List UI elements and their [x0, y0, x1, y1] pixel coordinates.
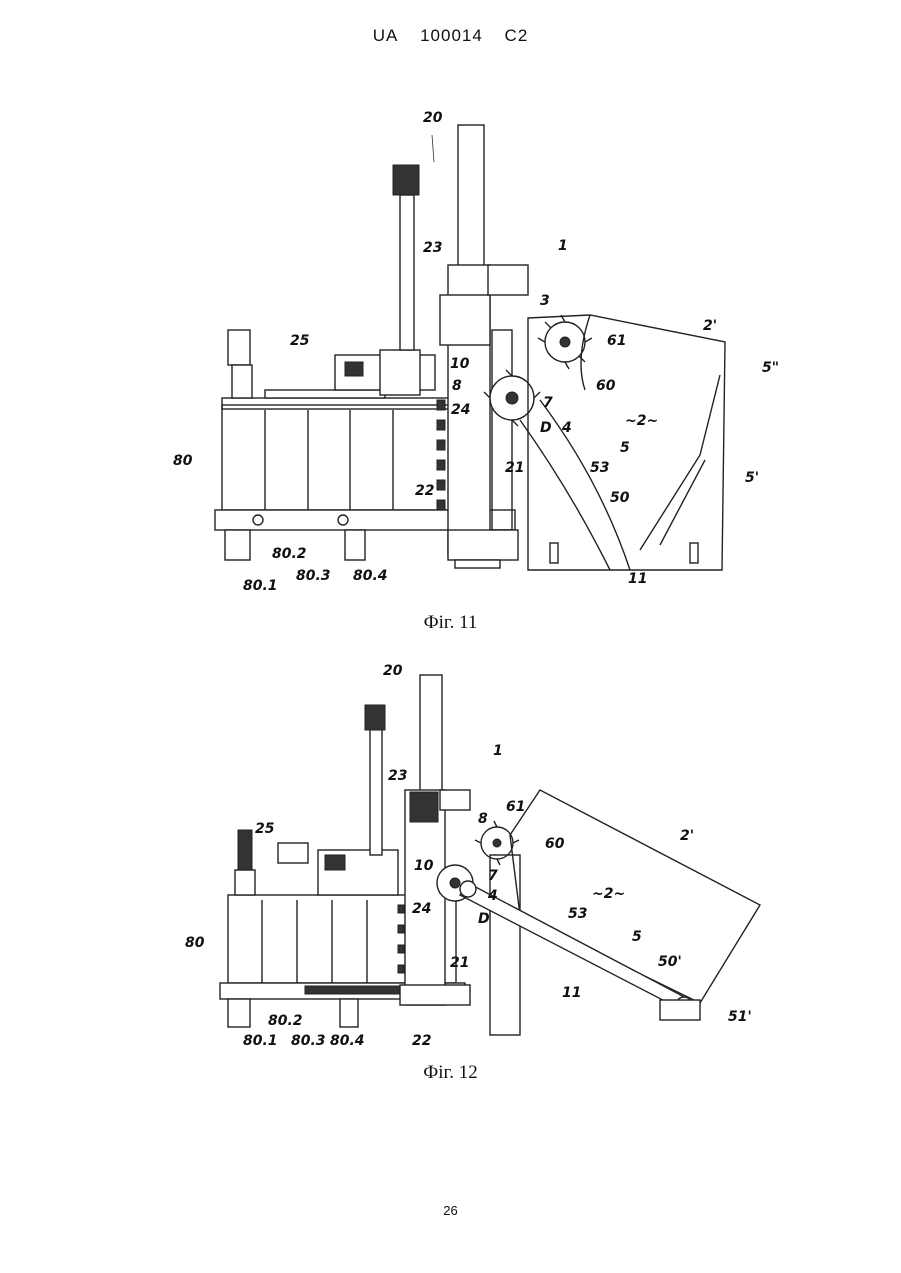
label-80-2: 80.2: [272, 546, 307, 562]
label-61: 61: [607, 333, 626, 349]
label-4: 4: [487, 888, 498, 904]
header-number: 100014: [420, 26, 483, 45]
label-5: 5: [632, 929, 642, 945]
label-5: 5: [620, 440, 630, 456]
figure-11-drawing: 20 1 23 3 61 2' 25 10 8 60 5" 24 D 4 7 ~…: [0, 100, 901, 600]
label-22: 22: [412, 1033, 431, 1049]
figure-12-caption: Фіг. 12: [0, 1062, 901, 1084]
rotor-60: [538, 315, 592, 369]
label-8: 8: [452, 378, 462, 394]
label-7: 7: [543, 395, 553, 411]
label-80-3: 80.3: [296, 568, 331, 584]
label-20: 20: [423, 110, 443, 126]
label-61: 61: [506, 799, 525, 815]
figure-12-drawing: 20 1 23 61 8 60 2' 25 10 7 4 ~2~ 24 D 53…: [0, 655, 901, 1055]
label-80-2: 80.2: [268, 1013, 303, 1029]
label-60: 60: [596, 378, 616, 394]
feeder-25: [265, 165, 435, 398]
label-2: ~2~: [592, 886, 625, 902]
label-1: 1: [493, 743, 503, 759]
label-25: 25: [255, 821, 275, 837]
figure-11-caption: Фіг. 11: [0, 612, 901, 634]
label-23: 23: [388, 768, 407, 784]
label-80-3: 80.3: [291, 1033, 326, 1049]
label-21: 21: [450, 955, 469, 971]
container-2: [490, 790, 760, 1035]
label-25: 25: [290, 333, 310, 349]
feeder-25: [318, 705, 398, 895]
label-1: 1: [558, 238, 568, 254]
label-80-1: 80.1: [243, 1033, 278, 1049]
label-60: 60: [545, 836, 565, 852]
label-7: 7: [488, 868, 498, 884]
figure-11-svg: 20 1 23 3 61 2' 25 10 8 60 5" 24 D 4 7 ~…: [0, 100, 901, 600]
label-21: 21: [505, 460, 524, 476]
label-22: 22: [415, 483, 434, 499]
label-50-prime: 50': [658, 954, 682, 970]
label-51-prime: 51': [728, 1009, 752, 1025]
label-11: 11: [628, 571, 647, 587]
label-10: 10: [414, 858, 434, 874]
label-80-1: 80.1: [243, 578, 278, 594]
label-5-prime: 5': [745, 470, 759, 486]
label-11: 11: [562, 985, 581, 1001]
label-5-double-prime: 5": [762, 360, 779, 376]
label-80: 80: [173, 453, 193, 469]
label-3: 3: [540, 293, 550, 309]
label-80-4: 80.4: [353, 568, 388, 584]
label-2-prime: 2': [703, 318, 717, 334]
label-D: D: [540, 420, 552, 436]
label-23: 23: [423, 240, 442, 256]
label-4: 4: [561, 420, 572, 436]
label-20: 20: [383, 663, 403, 679]
column-20: [437, 125, 528, 568]
page-number: 26: [0, 1203, 901, 1218]
label-10: 10: [450, 356, 470, 372]
patent-header: UA 100014 C2: [0, 26, 901, 46]
label-D: D: [478, 911, 490, 927]
label-24: 24: [451, 402, 470, 418]
label-80-4: 80.4: [330, 1033, 365, 1049]
label-8: 8: [478, 811, 488, 827]
label-2-prime: 2': [680, 828, 694, 844]
label-53: 53: [568, 906, 587, 922]
label-2: ~2~: [625, 413, 658, 429]
figure-12-svg: 20 1 23 61 8 60 2' 25 10 7 4 ~2~ 24 D 53…: [0, 655, 901, 1055]
label-50: 50: [610, 490, 630, 506]
label-80: 80: [185, 935, 205, 951]
header-country: UA: [373, 26, 399, 45]
label-24: 24: [412, 901, 431, 917]
label-53: 53: [590, 460, 609, 476]
header-kind: C2: [505, 26, 529, 45]
